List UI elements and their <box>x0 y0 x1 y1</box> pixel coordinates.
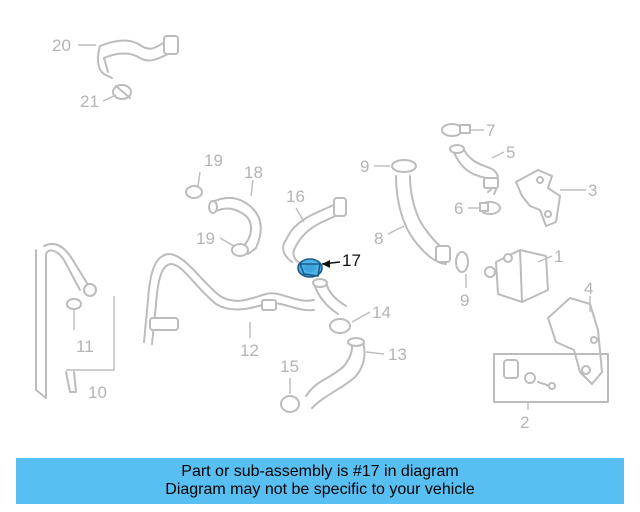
callout-13: 13 <box>388 345 407 364</box>
part-5-hose <box>449 144 500 195</box>
part-17-clamp[interactable] <box>297 258 323 278</box>
part-17-leader <box>321 260 341 268</box>
callout-6: 6 <box>454 199 463 218</box>
callout-8: 8 <box>374 229 383 248</box>
part-18-hose <box>208 196 262 255</box>
part-9-clamp-upper <box>391 159 417 173</box>
part-9-clamp-lower <box>455 251 469 273</box>
callout-2: 2 <box>520 413 529 432</box>
callout-1: 1 <box>554 247 563 266</box>
part-16-hose <box>282 197 347 265</box>
part-11-oring <box>66 298 82 310</box>
callout-14: 14 <box>372 303 391 322</box>
parts-diagram: 20 21 7 5 6 3 9 9 8 19 18 19 16 17 1 4 1… <box>35 35 609 432</box>
part-21-clamp <box>112 84 132 100</box>
callout-21: 21 <box>80 92 99 111</box>
part-4-bracket <box>547 297 603 385</box>
callout-4: 4 <box>584 279 593 298</box>
callout-9-lower: 9 <box>460 291 469 310</box>
callout-12: 12 <box>240 341 259 360</box>
part-15-clamp <box>280 395 300 413</box>
part-20-hose <box>96 35 179 79</box>
part-7-clamp <box>441 123 471 137</box>
callout-16: 16 <box>286 187 305 206</box>
callout-19-upper: 19 <box>204 151 223 170</box>
part-13-hose <box>305 337 366 409</box>
callout-5: 5 <box>506 143 515 162</box>
callout-9-upper: 9 <box>360 157 369 176</box>
part-14-clamp <box>329 318 351 334</box>
part-2-kit <box>493 353 609 403</box>
callout-19-lower: 19 <box>196 229 215 248</box>
banner-line-1: Part or sub-assembly is #17 in diagram <box>181 463 459 480</box>
part-6-clamp <box>479 201 501 215</box>
callout-3: 3 <box>588 181 597 200</box>
part-3-bracket <box>515 169 561 227</box>
callout-11: 11 <box>76 337 94 356</box>
connector-pipe <box>312 278 347 315</box>
callout-15: 15 <box>280 357 299 376</box>
part-10-pipe-assembly <box>35 243 97 399</box>
callout-17: 17 <box>342 251 361 270</box>
part-19-clamp-lower <box>231 243 249 257</box>
info-banner: Part or sub-assembly is #17 in diagram D… <box>16 458 624 504</box>
callout-18: 18 <box>244 163 263 182</box>
part-1-pump <box>484 249 549 303</box>
part-19-clamp-upper <box>185 185 203 199</box>
callout-10: 10 <box>88 383 107 402</box>
banner-line-2: Diagram may not be specific to your vehi… <box>165 481 475 498</box>
part-12-pipe <box>143 253 315 345</box>
callout-7: 7 <box>486 121 495 140</box>
part-8-hose <box>395 175 451 265</box>
callout-20: 20 <box>52 36 71 55</box>
